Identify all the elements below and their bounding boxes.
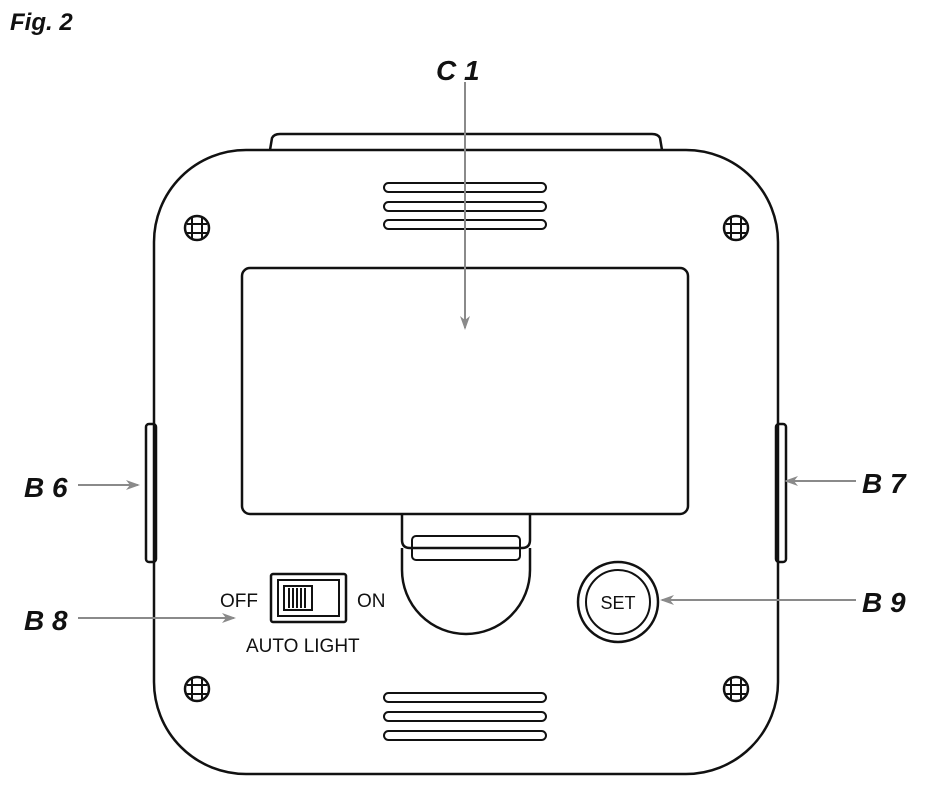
callout-label-b7: B 7 — [862, 468, 907, 499]
switch-off-label: OFF — [220, 591, 258, 612]
screw-icon — [185, 216, 209, 240]
bottom-vent — [384, 693, 546, 740]
compartment-latch — [402, 514, 530, 634]
callout-label-b6: B 6 — [24, 472, 68, 503]
screw-icon — [724, 216, 748, 240]
callout-label-b8: B 8 — [24, 605, 68, 636]
auto-light-switch — [271, 574, 346, 622]
switch-on-label: ON — [357, 591, 386, 612]
screw-icon — [724, 677, 748, 701]
set-button-label: SET — [600, 593, 635, 613]
screw-icon — [185, 677, 209, 701]
switch-caption: AUTO LIGHT — [246, 636, 360, 657]
figure-label: Fig. 2 — [10, 9, 73, 36]
callout-label-b9: B 9 — [862, 587, 906, 618]
callout-label-c1: C 1 — [436, 55, 480, 86]
